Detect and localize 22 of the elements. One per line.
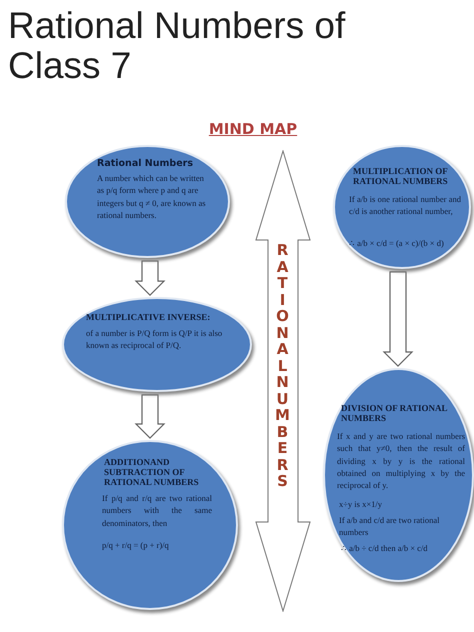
topic-text: A number which can be written as p/q form where p and q are integers but q ≠ 0, are known as rational numbers.: [97, 172, 207, 222]
topic-heading: ADDITIONAND SUBTRACTION OF RATIONAL NUMBERS: [104, 458, 200, 488]
topic-heading: DIVISION OF RATIONAL NUMBERS: [341, 404, 448, 424]
block-arrow: [134, 394, 166, 439]
topic-text: If p/q and r/q are two rational numbers with the same denominators, then: [102, 492, 212, 529]
topic-heading: MULTIPLICATION OF RATIONAL NUMBERS: [353, 167, 449, 187]
vertical-label: RATIONALNUMBERS: [275, 242, 290, 492]
topic-text: If a/b is one rational number and c/d is another rational number,: [349, 193, 461, 218]
topic-text: ∴ a/b × c/d = (a × c)/(b × d): [349, 237, 445, 250]
double-arrow-shape: [255, 150, 311, 612]
topic-text: ∴ a/b ÷ c/d then a/b × c/d: [341, 542, 429, 554]
topic-text: of a number is P/Q form is Q/P it is also known as reciprocal of P/Q.: [86, 327, 224, 352]
topic-text: If a/b and c/d are two rational numbers: [339, 514, 441, 539]
heading-label: MIND MAP: [208, 120, 298, 138]
topic-text: If x and y are two rational numbers such that y≠0, then the result of dividing x by y is the rational obtained on multiplying x by the reciprocal of y.: [337, 430, 465, 492]
topic-heading: Rational Numbers: [97, 159, 194, 170]
topic-text: x÷y is x×1/y: [339, 498, 383, 510]
title: Rational Numbers of Class 7: [8, 6, 346, 86]
block-arrow: [382, 271, 414, 367]
block-arrow: [134, 260, 166, 296]
topic-text: p/q + r/q = (p + r)/q: [102, 539, 170, 552]
topic-heading: MULTIPLICATIVE INVERSE:: [86, 313, 212, 323]
